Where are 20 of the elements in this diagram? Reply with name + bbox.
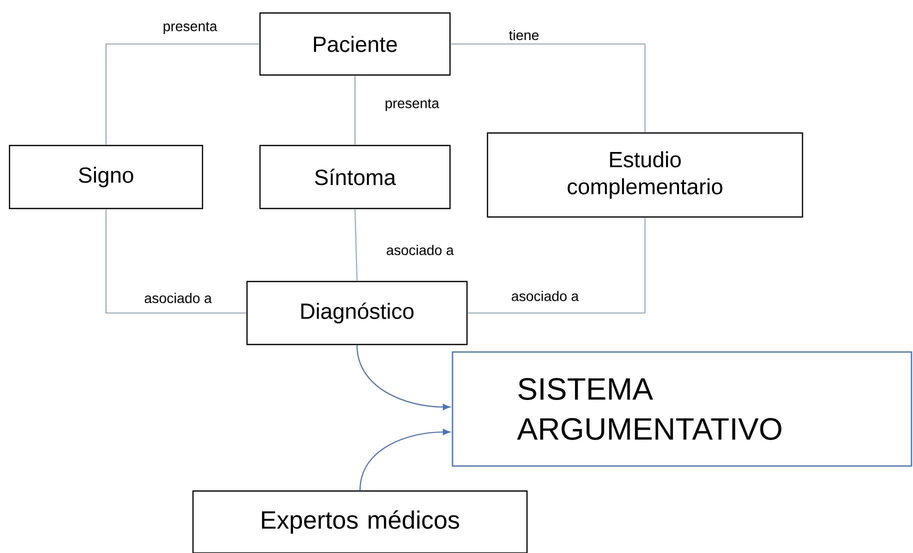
- edge-label: asociado a: [385, 244, 455, 256]
- connector: [356, 345, 450, 410]
- edge-label: asociado a: [510, 290, 580, 302]
- concept-box: Paciente: [259, 12, 451, 76]
- concept-box: Signo: [8, 144, 204, 210]
- connector: [354, 209, 358, 281]
- concept-box: Síntoma: [259, 144, 451, 210]
- concept-box: Expertos médicos: [192, 490, 528, 553]
- system-box: SISTEMA ARGUMENTATIVO: [452, 351, 912, 467]
- connector: [450, 43, 646, 132]
- edge-label: asociado a: [143, 292, 213, 304]
- connector: [105, 209, 246, 314]
- edge-label: presenta: [384, 98, 440, 112]
- connector: [354, 76, 356, 145]
- connector: [468, 218, 646, 314]
- concept-box: Estudio complementario: [486, 132, 804, 218]
- connector: [359, 428, 450, 490]
- edge-label: presenta: [162, 21, 218, 35]
- connector: [105, 43, 260, 145]
- concept-box: Diagnóstico: [246, 280, 468, 346]
